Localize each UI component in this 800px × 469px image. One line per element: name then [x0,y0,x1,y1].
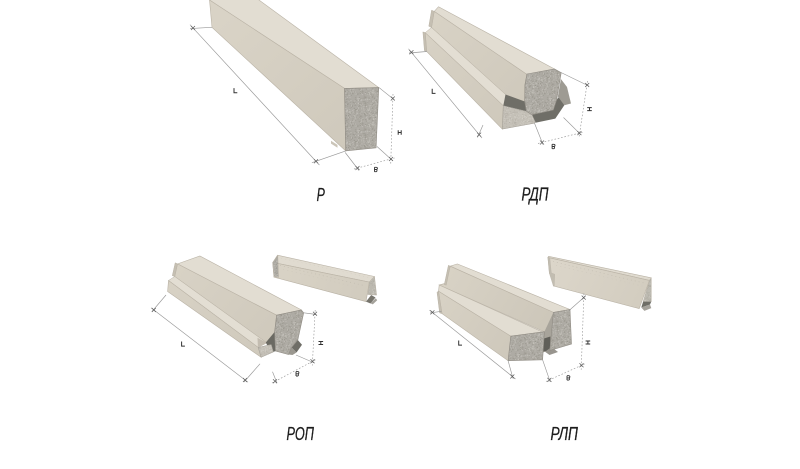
svg-text:РОП: РОП [286,423,314,444]
svg-text:Р: Р [317,184,326,205]
svg-text:РДП: РДП [522,183,549,204]
svg-text:РЛП: РЛП [550,423,578,444]
